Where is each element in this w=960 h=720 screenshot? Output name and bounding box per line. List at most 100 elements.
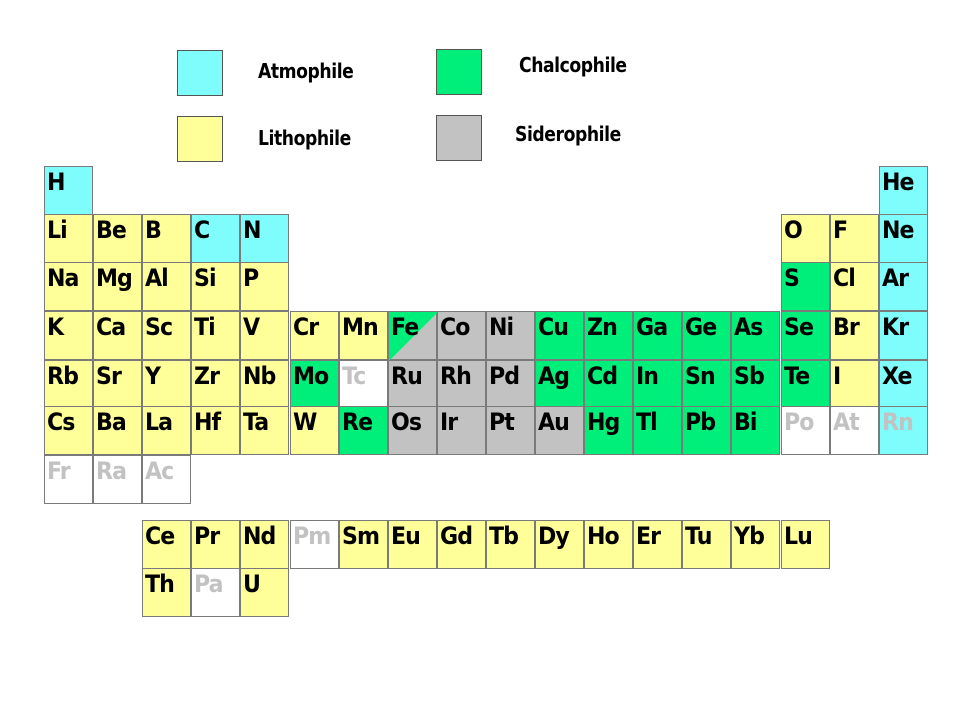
element-symbol: Se [783,313,814,341]
element-cell-tb: Tb [485,520,535,569]
element-symbol: Ar [881,264,909,292]
element-symbol: He [881,168,915,196]
element-symbol: Gd [439,522,473,550]
element-symbol: I [832,362,841,390]
element-symbol: Pd [488,362,520,390]
element-cell-sc: Sc [142,311,192,360]
element-cell-fe: Fe [387,311,438,361]
element-cell-co: Co [436,311,486,360]
legend-label-siderophile: Siderophile [515,122,621,146]
element-symbol: F [832,216,848,244]
element-symbol: Na [47,264,79,292]
element-cell-s: S [780,262,830,311]
element-symbol: Pb [685,408,716,436]
element-cell-li: Li [44,214,93,263]
element-symbol: Tl [636,408,658,436]
element-cell-pt: Pt [485,406,535,455]
element-cell-tl: Tl [633,406,683,455]
element-cell-tc: Tc [338,360,388,409]
element-symbol: Sc [145,313,173,341]
element-symbol: Ba [96,408,127,436]
element-symbol: Xe [881,362,912,390]
element-cell-i: I [829,360,879,409]
element-symbol: Ca [96,313,126,341]
element-symbol: Ce [145,522,175,550]
element-symbol: Tb [488,522,519,550]
element-cell-er: Er [633,520,683,569]
element-symbol: U [243,570,261,598]
element-cell-sm: Sm [338,520,388,569]
element-cell-c: C [191,214,241,263]
element-cell-ar: Ar [878,262,928,311]
legend-swatch-lithophile [177,116,223,162]
element-symbol: Mn [341,313,379,341]
element-symbol: Ga [636,313,668,341]
element-cell-sb: Sb [731,360,781,409]
element-symbol: Fe [390,313,419,341]
element-symbol: Eu [390,522,421,550]
element-cell-gd: Gd [436,520,486,569]
element-symbol: Tu [685,522,712,550]
legend-swatch-siderophile [436,115,482,161]
element-cell-he: He [878,166,928,215]
element-symbol: Be [96,216,127,244]
element-cell-cr: Cr [289,311,339,360]
element-cell-po: Po [780,406,830,455]
element-symbol: Co [439,313,470,341]
element-cell-rn: Rn [878,406,928,455]
element-symbol: Ni [488,313,514,341]
element-symbol: Yb [734,522,765,550]
element-symbol: Ne [881,216,915,244]
element-cell-na: Na [44,262,93,311]
element-cell-ni: Ni [485,311,535,360]
element-cell-dy: Dy [535,520,584,569]
element-symbol: Pt [488,408,515,436]
element-cell-ca: Ca [93,311,143,360]
element-symbol: Ru [390,362,423,390]
element-cell-kr: Kr [878,311,928,360]
element-cell-ge: Ge [682,311,732,360]
legend-label-lithophile: Lithophile [258,126,351,150]
element-cell-pm: Pm [289,520,339,569]
element-symbol: Ag [538,362,570,390]
element-symbol: S [783,264,800,292]
element-symbol: Hf [194,408,221,436]
element-cell-sn: Sn [682,360,732,409]
element-cell-cd: Cd [584,360,634,409]
split-triangle [388,312,438,361]
element-cell-f: F [829,214,879,263]
element-cell-pb: Pb [682,406,732,455]
element-symbol: Cr [292,313,319,341]
element-cell-ti: Ti [191,311,241,360]
element-cell-pr: Pr [191,520,241,569]
element-symbol: Zr [194,362,220,390]
element-cell-pa: Pa [191,568,241,617]
element-symbol: Po [783,408,814,436]
element-symbol: Th [145,570,175,598]
element-symbol: Si [194,264,217,292]
element-cell-v: V [240,311,290,360]
element-cell-p: P [240,262,290,311]
element-symbol: Cu [538,313,569,341]
element-symbol: Rb [47,362,79,390]
element-cell-ra: Ra [93,455,143,504]
element-cell-sr: Sr [93,360,143,409]
element-symbol: Br [832,313,860,341]
element-symbol: Rn [881,408,914,436]
element-symbol: V [243,313,260,341]
element-cell-at: At [829,406,879,455]
element-cell-te: Te [780,360,830,409]
element-cell-fr: Fr [44,455,93,504]
element-symbol: Sb [734,362,765,390]
element-cell-mo: Mo [289,360,339,409]
legend-swatch-chalcophile [436,49,482,95]
element-symbol: P [243,264,259,292]
element-symbol: Cs [47,408,75,436]
element-cell-ne: Ne [878,214,928,263]
element-symbol: Ac [145,457,174,485]
element-symbol: O [783,216,803,244]
element-symbol: Zn [587,313,618,341]
element-symbol: Lu [783,522,813,550]
element-symbol: Nd [243,522,276,550]
